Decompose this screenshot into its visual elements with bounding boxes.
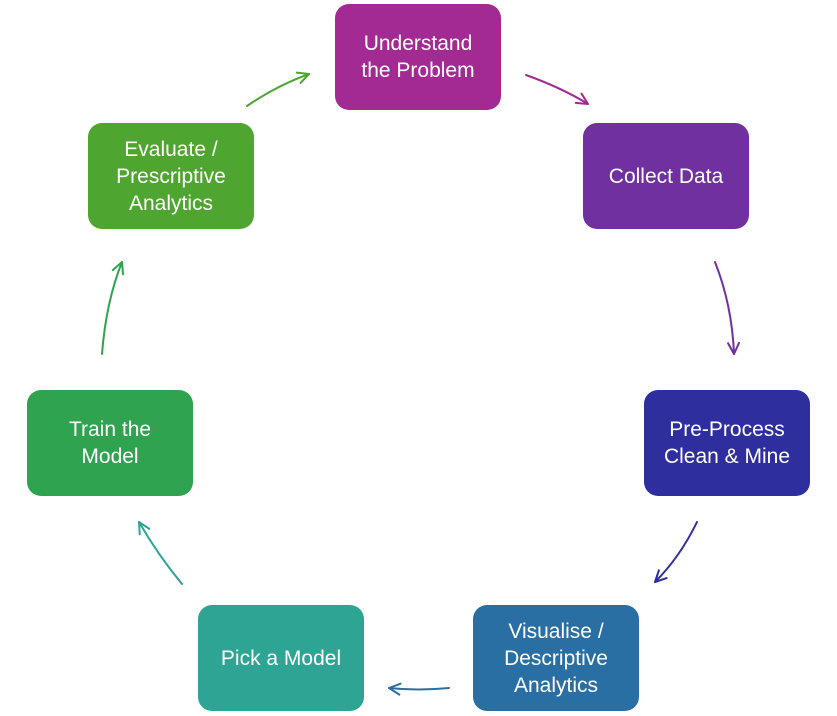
arrow-shaft	[138, 521, 183, 585]
node-visualise: Visualise / Descriptive Analytics	[473, 605, 639, 711]
arrow-collect-to-preprocess	[714, 261, 741, 355]
arrowhead	[727, 341, 741, 355]
arrow-shaft	[654, 521, 698, 583]
node-evaluate: Evaluate / Prescriptive Analytics	[88, 123, 254, 229]
arrowhead	[295, 71, 310, 84]
arrow-preprocess-to-visualise	[654, 521, 698, 583]
node-label-line: Collect Data	[608, 164, 724, 188]
arrow-shaft	[246, 73, 310, 107]
node-label-line: Analytics	[128, 191, 213, 215]
arrow-shaft	[388, 687, 450, 691]
arrow-shaft	[101, 261, 123, 355]
node-understand-the-problem: Understand the Problem	[335, 4, 501, 110]
node-label-line: Pick a Model	[220, 646, 342, 670]
arrow-evaluate-to-understand	[246, 71, 310, 107]
arrow-understand-to-collect	[525, 74, 589, 105]
node-collect-data: Collect Data	[583, 123, 749, 229]
node-label-line: Descriptive	[504, 646, 608, 670]
node-label-line: Clean & Mine	[663, 445, 791, 468]
node-label-line: Pre-Process	[669, 418, 785, 441]
node-label-line: the Problem	[361, 59, 475, 82]
arrow-train-to-evaluate	[101, 261, 125, 355]
node-label-line: Analytics	[513, 673, 599, 697]
node-pre-process: Pre-Process Clean & Mine	[644, 390, 810, 496]
node-label-line: Train the	[68, 418, 152, 441]
node-label-line: Understand	[363, 32, 473, 55]
node-train-the-model: Train the Model	[27, 390, 193, 496]
arrowhead	[654, 569, 668, 583]
node-label-line: Visualise /	[508, 619, 604, 643]
node-label-line: Evaluate /	[124, 137, 218, 161]
arrow-pick-to-train	[138, 521, 183, 585]
arrowhead	[574, 92, 589, 105]
arrow-shaft	[525, 74, 589, 105]
node-label-line: Prescriptive	[116, 164, 226, 188]
node-label-line: Model	[81, 445, 139, 468]
arrowhead	[111, 261, 125, 276]
node-pick-a-model: Pick a Model	[198, 605, 364, 711]
arrow-shaft	[714, 261, 735, 355]
arrowhead	[388, 682, 402, 696]
arrowhead	[138, 521, 151, 536]
arrow-visualise-to-pick	[388, 682, 450, 696]
